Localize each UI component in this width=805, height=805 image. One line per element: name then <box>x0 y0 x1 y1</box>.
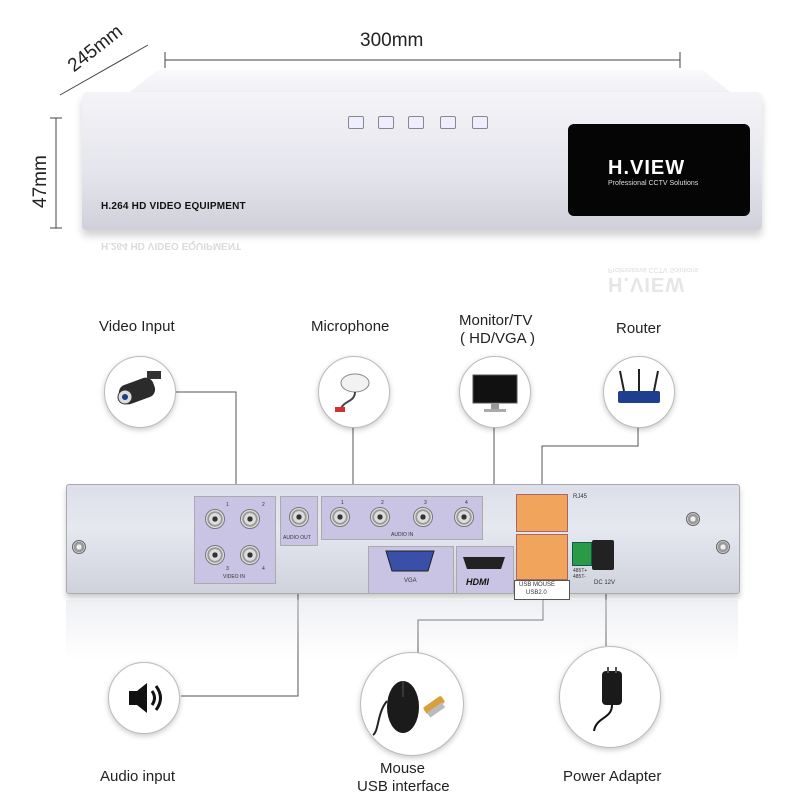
video-input-label: Video Input <box>99 318 175 335</box>
power-adapter-label: Power Adapter <box>563 768 662 785</box>
power-adapter-icon <box>593 667 622 732</box>
rca-connector-icon <box>454 507 474 527</box>
audio-in-label: AUDIO IN <box>391 532 414 538</box>
video-in-number: 1 <box>226 502 229 508</box>
hdmi-label: HDMI <box>466 577 489 587</box>
front-model-label: H.264 HD VIDEO EQUIPMENT <box>101 201 246 212</box>
bnc-connector-icon <box>240 545 260 565</box>
rca-connector-icon <box>413 507 433 527</box>
mouse-circle <box>360 652 464 756</box>
dc-label: DC 12V <box>594 580 616 586</box>
hdmi-port-icon <box>463 557 505 569</box>
rj45-label: RJ45 <box>573 494 588 500</box>
video-in-label: VIDEO IN <box>223 574 245 580</box>
front-button-icon <box>408 116 424 129</box>
screw-icon <box>716 540 730 554</box>
bnc-connector-icon <box>240 509 260 529</box>
usb-label-box <box>514 580 570 600</box>
audio-in-number: 3 <box>424 500 427 506</box>
microphone-icon <box>335 373 370 412</box>
brand-tagline-reflection: Professional CCTV Solutions <box>608 266 699 273</box>
front-display-screen <box>568 124 750 216</box>
brand-logo: H.VIEW <box>608 157 686 179</box>
audio-in-number: 4 <box>465 500 468 506</box>
mouse-label-line2: USB interface <box>357 778 450 795</box>
monitor-label-line1: Monitor/TV <box>459 312 533 329</box>
front-button-icon <box>378 116 394 129</box>
mouse-icon <box>372 681 446 736</box>
bnc-connector-icon <box>205 509 225 529</box>
screw-icon <box>686 512 700 526</box>
monitor-circle <box>459 356 531 428</box>
rca-connector-icon <box>330 507 350 527</box>
width-dimension: 300mm <box>360 30 424 51</box>
video-in-number: 2 <box>262 502 265 508</box>
router-label: Router <box>616 320 662 337</box>
microphone-circle <box>318 356 390 428</box>
brand-tagline: Professional CCTV Solutions <box>608 180 699 187</box>
usb-ports <box>516 534 568 580</box>
router-icon <box>618 369 660 403</box>
mouse-label-line1: Mouse <box>380 760 426 777</box>
usb-mouse-label: USB MOUSE <box>519 582 556 588</box>
speaker-icon <box>129 683 162 713</box>
audio-out-label: AUDIO OUT <box>283 535 311 541</box>
monitor-label-line2: ( HD/VGA ) <box>460 330 536 347</box>
camera-icon <box>117 371 161 405</box>
rca-connector-icon <box>289 507 309 527</box>
video-in-number: 3 <box>226 566 229 572</box>
microphone-label: Microphone <box>311 318 390 335</box>
rj45-port <box>516 494 568 532</box>
audio-in-number: 1 <box>341 500 344 506</box>
audio-in-number: 2 <box>381 500 384 506</box>
video-in-number: 4 <box>262 566 265 572</box>
rs485-terminal <box>572 542 592 566</box>
front-button-icon <box>472 116 488 129</box>
hdmi-panel <box>456 546 514 594</box>
height-dimension: 47mm <box>30 155 51 208</box>
vga-port-icon <box>385 550 435 572</box>
monitor-icon <box>472 374 518 412</box>
brand-logo-reflection: H.VIEW <box>608 273 686 295</box>
dc-power-jack <box>592 540 614 570</box>
usb-version-label: USB2.0 <box>526 590 547 596</box>
rca-connector-icon <box>370 507 390 527</box>
audio-input-label: Audio input <box>100 768 176 785</box>
router-circle <box>603 356 675 428</box>
screw-icon <box>72 540 86 554</box>
audio-input-circle <box>108 662 180 734</box>
video-input-circle <box>104 356 176 428</box>
bnc-connector-icon <box>205 545 225 565</box>
vga-label: VGA <box>404 578 417 584</box>
front-model-label-reflection: H.264 HD VIDEO EQUIPMENT <box>101 240 242 251</box>
front-button-icon <box>440 116 456 129</box>
front-button-icon <box>348 116 364 129</box>
depth-dimension: 245mm <box>64 20 127 77</box>
rs485-label: 485T+ 485T- <box>573 568 588 580</box>
power-adapter-circle <box>559 646 661 748</box>
